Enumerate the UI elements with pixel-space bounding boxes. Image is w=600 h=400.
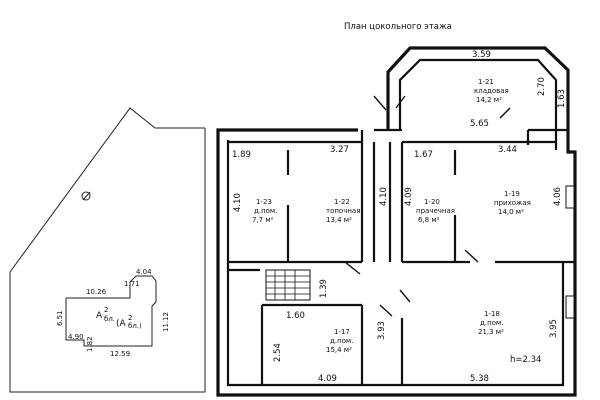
dim-4-10-left: 4.10 [233, 193, 243, 212]
room-labels: 1-21 кладовая 14,2 м² 1-22 топочная 13,4… [252, 78, 531, 354]
dim-2-54: 2.54 [273, 343, 283, 362]
site-dim-6-51: 6.51 [56, 310, 64, 326]
plan-title: План цокольного этажа [344, 22, 452, 32]
door-swing-4 [344, 261, 361, 275]
door-swing-2 [395, 95, 406, 109]
north-arrow-icon [81, 191, 91, 201]
outer-wall [216, 46, 577, 397]
door-swing-7 [464, 249, 479, 263]
dim-4-06: 4.06 [553, 187, 563, 206]
room-1-21-name: кладовая [474, 87, 509, 95]
window-right-2 [565, 295, 575, 319]
site-plan: 10.26 4.04 1.71 6.51 11.12 4.90 1.82 12.… [9, 107, 206, 393]
dim-1-89: 1.89 [232, 150, 251, 160]
room-1-18-id: 1-18 [484, 310, 500, 318]
room-1-22-id: 1-22 [334, 198, 350, 206]
site-dim-11-12: 11.12 [162, 312, 170, 332]
site-label-b-num: 2 [128, 314, 132, 322]
room-1-22-name: топочная [326, 207, 360, 215]
door-swing-6 [379, 304, 393, 317]
staircase [265, 269, 311, 301]
room-1-19-id: 1-19 [504, 190, 520, 198]
dim-4-09: 4.09 [404, 187, 414, 206]
site-dim-10-26: 10.26 [86, 288, 107, 296]
room-1-23-id: 1-23 [256, 198, 272, 206]
door-swing-3 [499, 107, 511, 119]
dim-3-93: 3.93 [377, 321, 387, 340]
room-1-20-name: прачечная [416, 207, 455, 215]
site-dim-12-59: 12.59 [110, 350, 130, 358]
site-dim-1-82: 1.82 [86, 336, 94, 352]
dim-2-70: 2.70 [537, 77, 547, 96]
site-label-a: А [96, 311, 103, 321]
dim-4-09-bottom: 4.09 [318, 374, 337, 384]
site-label-b-sub: бл.) [128, 322, 142, 330]
bay-inner-wall [398, 58, 558, 150]
height-mark: h=2.34 [510, 355, 541, 365]
dim-3-59: 3.59 [472, 50, 491, 60]
site-label-a-num: 2 [104, 306, 108, 314]
dim-3-44: 3.44 [498, 145, 517, 155]
dim-1-60: 1.60 [286, 311, 305, 321]
dim-5-65: 5.65 [470, 119, 489, 129]
dim-1-39: 1.39 [319, 279, 329, 298]
site-dim-1-71: 1.71 [124, 280, 140, 288]
window-right-1 [565, 185, 575, 209]
room-1-20-area: 6,8 м² [418, 216, 440, 224]
room-1-21-id: 1-21 [478, 78, 494, 86]
room-1-18-area: 21,3 м² [478, 328, 504, 336]
building-footprint [65, 275, 157, 347]
site-label-a-sub: бл. [104, 315, 115, 323]
dim-3-95: 3.95 [549, 319, 559, 338]
dim-1-67: 1.67 [414, 150, 433, 160]
room-1-17-area: 15,4 м² [326, 346, 352, 354]
dim-3-27: 3.27 [330, 145, 349, 155]
dim-5-38: 5.38 [470, 374, 489, 384]
room-1-19-name: прихожая [494, 199, 531, 207]
room-1-17-name: д.пом. [330, 337, 353, 345]
door-swing-1 [373, 95, 387, 111]
dimension-labels: 3.59 2.70 1.63 5.65 1.89 3.27 1.67 3.44 … [232, 50, 567, 384]
room-1-21-area: 14,2 м² [476, 96, 502, 104]
room-1-20-id: 1-20 [424, 198, 440, 206]
dim-4-10-mid: 4.10 [379, 187, 389, 206]
floor-plan [216, 46, 577, 397]
site-dim-4-04: 4.04 [136, 268, 152, 276]
room-1-23-name: д.пом. [254, 207, 277, 215]
site-label-b: (А [116, 319, 127, 329]
site-dim-4-90: 4.90 [68, 333, 84, 341]
site-boundary [9, 107, 206, 393]
room-1-22-area: 13,4 м² [326, 216, 352, 224]
room-1-17-id: 1-17 [334, 328, 350, 336]
room-1-23-area: 7,7 м² [252, 216, 274, 224]
door-swing-5 [399, 289, 411, 303]
room-1-19-area: 14,0 м² [498, 208, 524, 216]
dim-1-63: 1.63 [557, 89, 567, 108]
room-1-18-name: д.пом. [480, 319, 503, 327]
